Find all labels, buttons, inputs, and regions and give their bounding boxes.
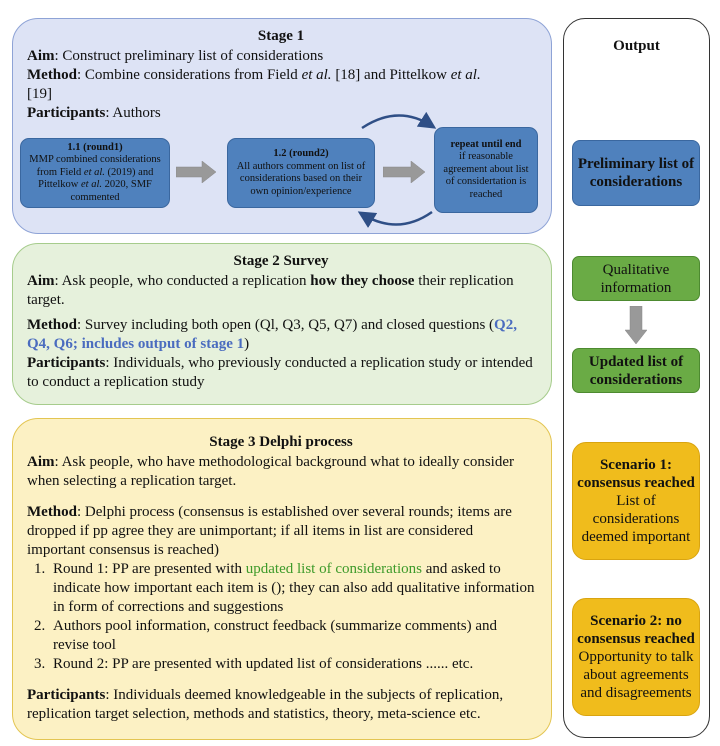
- method-highlight: Q2, Q4, Q6; includes output of stage 1: [27, 317, 517, 352]
- round-1-text: MMP combined considerations from Field e…: [25, 154, 165, 204]
- scenario-1-text: List of considerations deemed important: [581, 493, 691, 545]
- list-item: Round 2: PP are presented with updated l…: [49, 655, 535, 674]
- stage-3-participants: Participants: Individuals deemed knowled…: [27, 686, 535, 724]
- stage-3-method: Method: Delphi process (consensus is est…: [27, 503, 535, 560]
- participants-label: Participants: [27, 105, 106, 121]
- loop-arrows-icon: [357, 111, 437, 228]
- participants-text: : Individuals, who previously conducted …: [27, 355, 533, 390]
- qualitative-information-box: Qualitative information: [572, 256, 700, 301]
- method-label: Method: [27, 317, 77, 333]
- aim-label: Aim: [27, 48, 55, 64]
- aim-label: Aim: [27, 273, 55, 289]
- aim-text: : Ask people, who have methodological ba…: [27, 454, 514, 489]
- method-label: Method: [27, 504, 77, 520]
- method-text-3: [19]: [27, 86, 52, 102]
- stage-2-title: Stage 2 Survey: [233, 253, 329, 269]
- round-1-etal-2: et al.: [81, 179, 102, 191]
- stage-3-panel: Stage 3 Delphi process Aim: Ask people, …: [12, 418, 552, 740]
- list-item: Round 1: PP are presented with updated l…: [49, 560, 535, 617]
- stage-2-panel: Stage 2 Survey Aim: Ask people, who cond…: [12, 243, 552, 405]
- preliminary-list-label: Preliminary list of considerations: [577, 156, 695, 190]
- stage-3-aim: Aim: Ask people, who have methodological…: [27, 453, 535, 491]
- round-2-box: 1.2 (round2) All authors comment on list…: [227, 138, 375, 208]
- aim-bold: how they choose: [310, 273, 415, 289]
- step-text-2: and asked to indicate how important each…: [53, 561, 535, 615]
- repeat-box: repeat until end if reasonable agreement…: [434, 127, 538, 213]
- step-highlight: updated list of considerations: [245, 561, 422, 577]
- method-text: : Delphi process (consensus is establish…: [27, 504, 512, 558]
- round-1-title: 1.1 (round1): [67, 141, 123, 153]
- scenario-2-title: Scenario 2: no consensus reached: [577, 613, 695, 647]
- arrow-down-icon: [625, 306, 647, 345]
- stage-1-aim: Aim: Construct preliminary list of consi…: [27, 47, 535, 66]
- list-item: Authors pool information, construct feed…: [49, 617, 535, 655]
- updated-list-label: Updated list of considerations: [588, 353, 684, 388]
- scenario-1-box: Scenario 1: consensus reached List of co…: [572, 442, 700, 560]
- stage-3-title: Stage 3 Delphi process: [209, 434, 353, 450]
- output-title: Output: [613, 38, 660, 54]
- aim-text: : Ask people, who conducted a replicatio…: [54, 273, 311, 289]
- stage-1-title: Stage 1: [257, 28, 305, 44]
- stage-2-method: Method: Survey including both open (Ql, …: [27, 316, 535, 354]
- stage-1-method: Method: Combine considerations from Fiel…: [27, 66, 535, 104]
- aim-label: Aim: [27, 454, 55, 470]
- round-1-text-b: (2019) and Pittelkow: [38, 166, 154, 191]
- arrow-right-icon: [383, 161, 426, 183]
- scenario-2-text: Opportunity to talk about agreements and…: [578, 649, 694, 701]
- aim-text-2: their replication target.: [27, 273, 514, 308]
- method-etal-1: et al.: [301, 67, 332, 83]
- repeat-title: repeat until end: [450, 138, 522, 150]
- round-2-text: All authors comment on list of considera…: [236, 160, 366, 197]
- updated-list-box: Updated list of considerations: [572, 348, 700, 393]
- qualitative-information-label: Qualitative information: [600, 261, 672, 296]
- method-text: : Combine considerations from Field: [77, 67, 302, 83]
- aim-text: : Construct preliminary list of consider…: [54, 48, 324, 64]
- method-label: Method: [27, 67, 77, 83]
- step-text: Round 2: PP are presented with updated l…: [53, 656, 474, 672]
- participants-text: : Authors: [105, 105, 161, 121]
- preliminary-list-box: Preliminary list of considerations: [572, 140, 700, 206]
- scenario-1-title: Scenario 1: consensus reached: [577, 457, 695, 491]
- participants-label: Participants: [27, 687, 106, 703]
- stage-1-participants: Participants: Authors: [27, 104, 535, 123]
- method-etal-2: et al.: [450, 67, 481, 83]
- stage-2-participants: Participants: Individuals, who previousl…: [27, 354, 535, 392]
- round-1-text-c: 2020, SMF commented: [70, 179, 152, 203]
- round-1-box: 1.1 (round1) MMP combined considerations…: [20, 138, 170, 208]
- arrow-right-icon: [176, 161, 217, 183]
- round-2-title: 1.2 (round2): [273, 148, 329, 159]
- step-text: Round 1: PP are presented with: [53, 561, 246, 577]
- step-text: Authors pool information, construct feed…: [53, 618, 498, 653]
- method-text-2: [18] and Pittelkow: [331, 67, 451, 83]
- scenario-2-box: Scenario 2: no consensus reached Opportu…: [572, 598, 700, 716]
- method-text: : Survey including both open (Ql, Q3, Q5…: [77, 317, 495, 333]
- participants-text: : Individuals deemed knowledgeable in th…: [27, 687, 504, 722]
- repeat-text: if reasonable agreement about list of co…: [443, 151, 529, 200]
- participants-label: Participants: [27, 355, 106, 371]
- method-close: ): [244, 336, 250, 352]
- round-1-text-a: MMP combined considerations from Field: [29, 154, 161, 178]
- delphi-steps-list: Round 1: PP are presented with updated l…: [27, 560, 535, 674]
- stage-2-aim: Aim: Ask people, who conducted a replica…: [27, 272, 535, 310]
- round-1-etal-1: et al.: [83, 166, 105, 178]
